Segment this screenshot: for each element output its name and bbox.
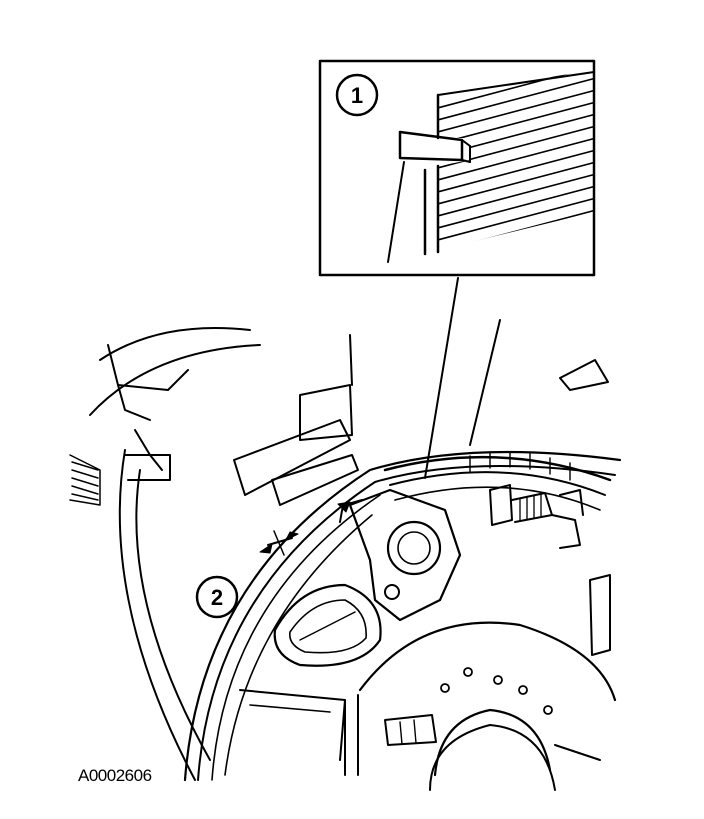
adjuster-screw xyxy=(511,492,553,523)
inset-frame xyxy=(318,59,596,277)
inset-leader-line xyxy=(424,277,459,479)
hub-bolt xyxy=(384,714,437,746)
brake-shoe-rim xyxy=(383,455,612,482)
anchor-bracket xyxy=(348,488,462,622)
brake-drum xyxy=(69,327,261,781)
axle-flange xyxy=(433,708,552,777)
figure-id: A0002606 xyxy=(78,766,152,785)
lining-top-edge xyxy=(437,71,595,96)
inset-detail: 1 xyxy=(318,59,596,277)
center-hub xyxy=(358,621,617,791)
callout-1-circle xyxy=(335,73,379,117)
adjuster-wedge xyxy=(398,130,464,162)
callout-1-label: 1 xyxy=(351,83,363,108)
anchor-hole xyxy=(386,520,442,576)
rim-hatching xyxy=(469,451,571,481)
callout-2-label: 2 xyxy=(211,585,223,610)
wheel-stud-threads xyxy=(69,454,101,506)
anchor-pin-hole xyxy=(384,584,400,600)
adjuster-stem xyxy=(387,161,405,263)
backing-plate-slot xyxy=(273,583,382,667)
brake-shoe-block xyxy=(233,319,501,506)
callout-2-circle xyxy=(195,575,239,619)
right-hardware xyxy=(489,359,611,656)
return-spring-clip xyxy=(559,359,609,391)
backing-plate xyxy=(183,450,622,782)
gap-measurement: 2 xyxy=(195,499,363,619)
